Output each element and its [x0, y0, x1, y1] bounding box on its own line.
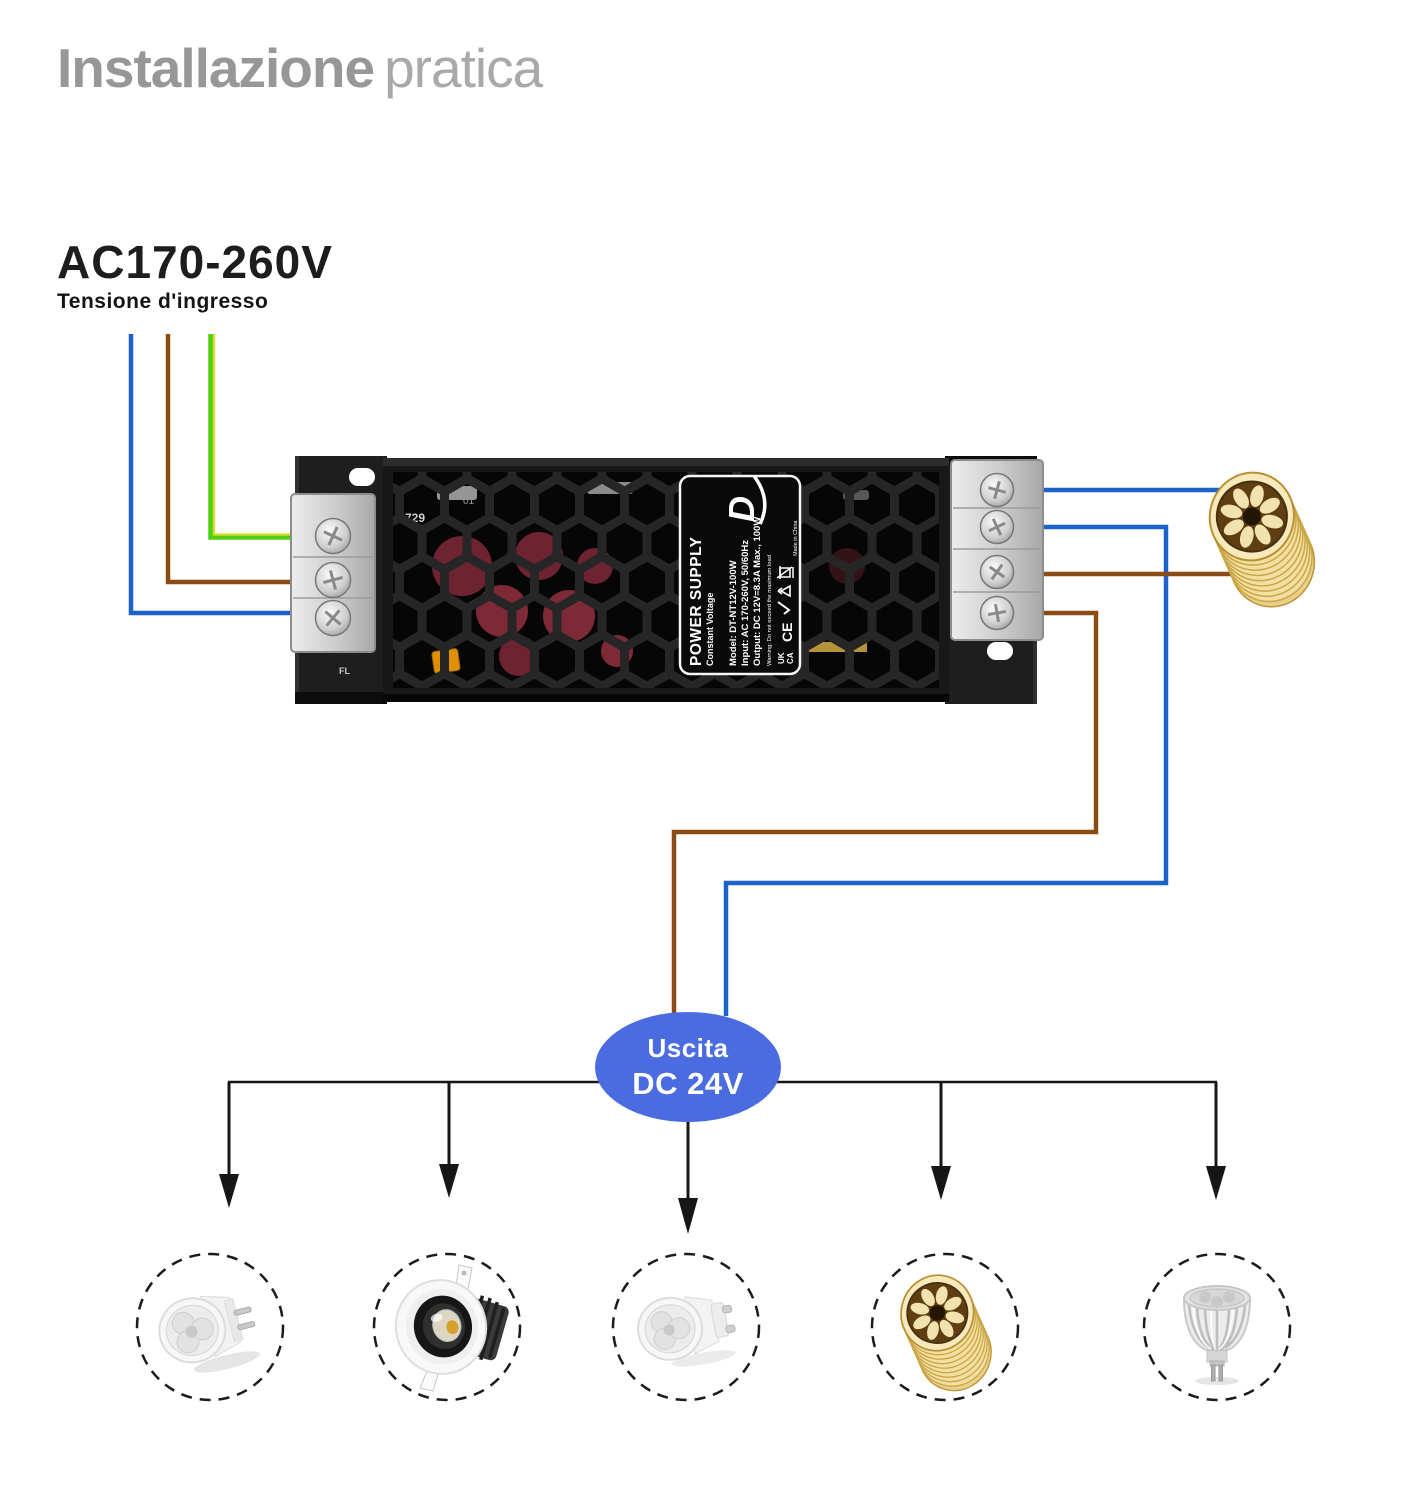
label-input: Input: AC 170-260V, 50/60Hz [740, 540, 751, 666]
input-voltage-value: AC170-260V [57, 236, 333, 288]
mr16-spotlight-icon [158, 1295, 260, 1373]
lamp-item-mr16 [130, 1247, 290, 1407]
led-strip-reel-icon [900, 1274, 992, 1392]
label-product: POWER SUPPLY [688, 536, 705, 666]
dc-wire-brown-to-output [671, 610, 1099, 1016]
output-bubble-line2: DC 24V [632, 1065, 744, 1101]
terminal-screw [314, 517, 352, 555]
label-origin: Made in China [793, 520, 799, 556]
led-strip-reel [1208, 471, 1316, 608]
label-model: Model: DT-NT12V-100W [728, 560, 739, 666]
ac-wire-green [208, 334, 300, 540]
page-title-bold: Installazione [57, 37, 375, 99]
svg-text:UK: UK [777, 652, 786, 664]
output-voltage-bubble: Uscita DC 24V [595, 1012, 781, 1122]
board-print-fl: FL [339, 666, 350, 676]
dashed-circle [135, 1252, 285, 1402]
arrow-to-lamp-4 [931, 1082, 951, 1200]
dashed-circle [1142, 1252, 1292, 1402]
label-output: Output: DC 12V=8.3A Max., 100W [752, 517, 763, 666]
terminal-screw [979, 472, 1015, 508]
svg-text:D: D [721, 496, 762, 522]
arrow-to-lamp-5 [1206, 1082, 1226, 1200]
lamp-item-downlight [367, 1247, 527, 1407]
lamp-item-strip-reel [865, 1247, 1025, 1407]
page-title-light: pratica [384, 37, 543, 99]
psu-body: 729 01 FL [339, 458, 949, 702]
lamp-item-gu10 [606, 1247, 766, 1407]
output-bubble-line1: Uscita [647, 1032, 729, 1063]
dashed-circle [611, 1252, 761, 1402]
dashed-circle [372, 1252, 522, 1402]
mr11-glass-spotlight-icon [1182, 1285, 1252, 1385]
label-subtitle: Constant Voltage [705, 593, 715, 666]
gu10-spotlight-icon [637, 1296, 736, 1367]
recessed-downlight-icon [394, 1264, 509, 1392]
dc-wire-blue-to-output [723, 524, 1169, 1016]
output-terminal-block [950, 459, 1044, 641]
input-voltage-caption: Tensione d'ingresso [57, 290, 269, 314]
check-icon [777, 601, 791, 615]
terminal-screw [314, 561, 352, 599]
input-voltage-label: AC170-260V Tensione d'ingresso [57, 238, 333, 314]
psu-product-label: POWER SUPPLY Constant Voltage Model: DT-… [678, 474, 802, 676]
input-terminal-block [290, 493, 376, 653]
lamp-item-mr11 [1137, 1247, 1297, 1407]
terminal-screw [979, 509, 1015, 545]
arrow-to-lamp-1 [219, 1082, 239, 1208]
brand-logo-icon: D [721, 474, 767, 525]
terminal-screw [979, 595, 1015, 631]
ac-wire-brown [165, 334, 300, 585]
power-supply-unit: 729 01 FL POWER SUPPLY Constant Voltage … [290, 456, 1044, 704]
label-warning: Warning: Do not exceed the maximum load [767, 555, 773, 666]
ukca-mark: UK CA [777, 652, 795, 664]
recycle-icon [777, 584, 791, 598]
arrow-to-lamp-2 [439, 1082, 459, 1198]
terminal-screw [979, 554, 1015, 590]
dashed-circle [870, 1252, 1020, 1402]
ac-wire-blue [128, 334, 300, 616]
ac-wire-yellow-stripe [212, 334, 300, 536]
weee-bin-icon [776, 566, 794, 579]
arrow-to-lamp-3 [678, 1122, 698, 1234]
terminal-screw [314, 599, 352, 637]
ce-mark: CE [779, 623, 795, 642]
vent-honeycomb [393, 472, 939, 688]
svg-text:CA: CA [786, 652, 795, 664]
